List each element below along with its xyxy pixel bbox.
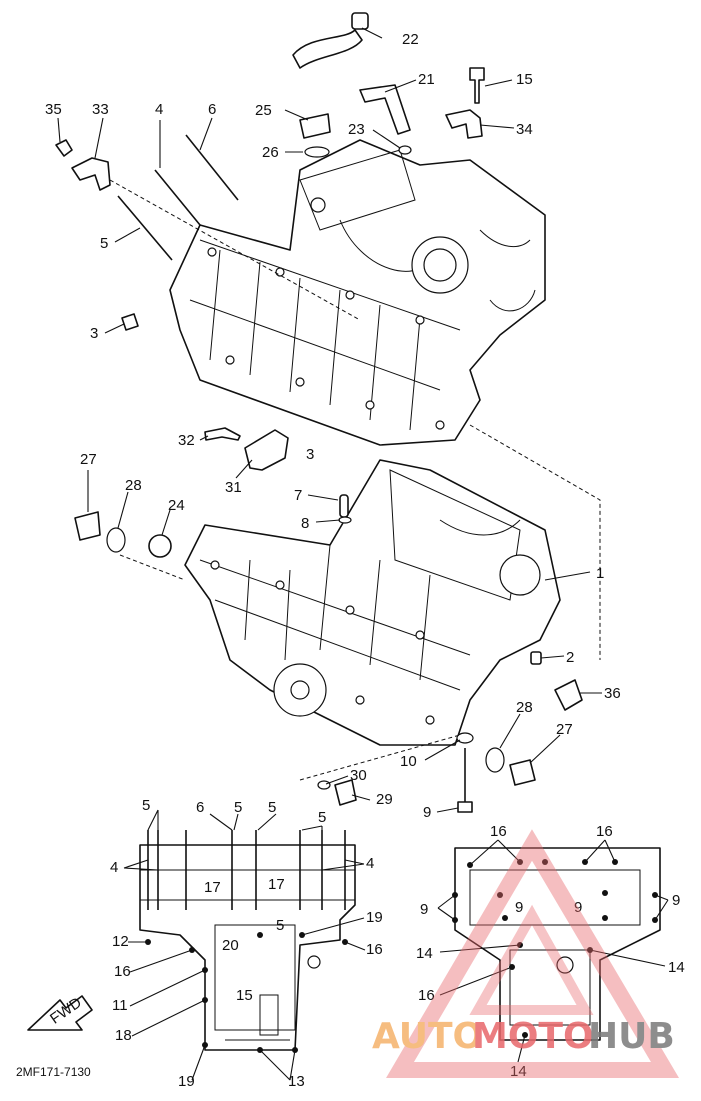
label-28b: 28	[516, 699, 533, 716]
watermark-auto-text: AUTO	[372, 1016, 483, 1057]
rplan-label-14a: 14	[416, 945, 433, 962]
plan-label-16a: 16	[114, 963, 131, 980]
label-9: 9	[423, 804, 431, 821]
plan-label-18: 18	[115, 1027, 132, 1044]
plan-label-20: 20	[222, 937, 239, 954]
rplan-label-9c: 9	[574, 899, 582, 916]
left-plan-studs	[147, 830, 346, 910]
plan-label-5a: 5	[142, 797, 150, 814]
label-4: 4	[155, 101, 163, 118]
label-27b: 27	[556, 721, 573, 738]
rplan-label-16a: 16	[490, 823, 507, 840]
label-15: 15	[516, 71, 533, 88]
rplan-label-14b: 14	[668, 959, 685, 976]
label-10: 10	[400, 753, 417, 770]
label-35: 35	[45, 101, 62, 118]
watermark-hub-text: HUB	[588, 1016, 675, 1057]
plan-label-4b: 4	[366, 855, 374, 872]
watermark-triangle	[386, 829, 680, 1078]
label-5: 5	[100, 235, 108, 252]
label-23: 23	[348, 121, 365, 138]
leader-lines	[57, 27, 602, 813]
plan-label-4a: 4	[110, 859, 118, 876]
label-7: 7	[294, 487, 302, 504]
label-3a: 3	[90, 325, 98, 342]
rplan-label-16c: 16	[418, 987, 435, 1004]
plan-label-11: 11	[112, 997, 128, 1014]
rplan-label-14c: 14	[510, 1063, 527, 1080]
rplan-label-9a: 9	[420, 901, 428, 918]
upper-crankcase	[169, 139, 546, 446]
label-28a: 28	[125, 477, 142, 494]
label-34: 34	[516, 121, 533, 138]
label-31: 31	[225, 479, 242, 496]
automotohub-watermark: AUTO MOTO HUB	[372, 829, 680, 1078]
label-24: 24	[168, 497, 185, 514]
plan-label-12: 12	[112, 933, 129, 950]
label-30: 30	[350, 767, 367, 784]
rplan-label-9d: 9	[672, 892, 680, 909]
plan-label-17b: 17	[268, 876, 285, 893]
label-26: 26	[262, 144, 279, 161]
label-25: 25	[255, 102, 272, 119]
label-6: 6	[208, 101, 216, 118]
plan-label-5b: 5	[234, 799, 242, 816]
label-3b: 3	[306, 446, 314, 463]
plan-label-5e: 5	[276, 917, 284, 934]
drawing-code: 2MF171-7130	[16, 1065, 91, 1079]
plan-label-13: 13	[288, 1073, 305, 1090]
left-plan-view: 5 6 5 5 5 4 4 17 17 5 19 12 16 20 16 11 …	[110, 797, 383, 1090]
watermark-inner-triangle	[469, 904, 594, 1015]
label-21: 21	[418, 71, 435, 88]
rplan-label-9b: 9	[515, 899, 523, 916]
label-33: 33	[92, 101, 109, 118]
watermark-moto-text: MOTO	[472, 1016, 594, 1057]
rplan-label-16b: 16	[596, 823, 613, 840]
plan-label-5d: 5	[318, 809, 326, 826]
plan-label-15: 15	[236, 987, 253, 1004]
plan-label-19b: 19	[178, 1073, 195, 1090]
label-2: 2	[566, 649, 574, 666]
lower-crankcase	[184, 459, 561, 746]
label-27a: 27	[80, 451, 97, 468]
plan-label-17a: 17	[204, 879, 221, 896]
plan-label-6: 6	[196, 799, 204, 816]
part-labels: 22 21 15 34 25 26 23 4 6 35 33 5 3 32 3 …	[45, 31, 621, 821]
label-29: 29	[376, 791, 393, 808]
label-1: 1	[596, 565, 604, 582]
label-8: 8	[301, 515, 309, 532]
label-36: 36	[604, 685, 621, 702]
plan-label-19a: 19	[366, 909, 383, 926]
label-22: 22	[402, 31, 419, 48]
fwd-arrow: FWD	[27, 994, 93, 1031]
right-plan-view: 16 16 9 9 9 9 14 14 16 14	[416, 823, 685, 1080]
label-32: 32	[178, 432, 195, 449]
small-parts	[55, 12, 583, 813]
plan-label-5c: 5	[268, 799, 276, 816]
plan-label-16b: 16	[366, 941, 383, 958]
